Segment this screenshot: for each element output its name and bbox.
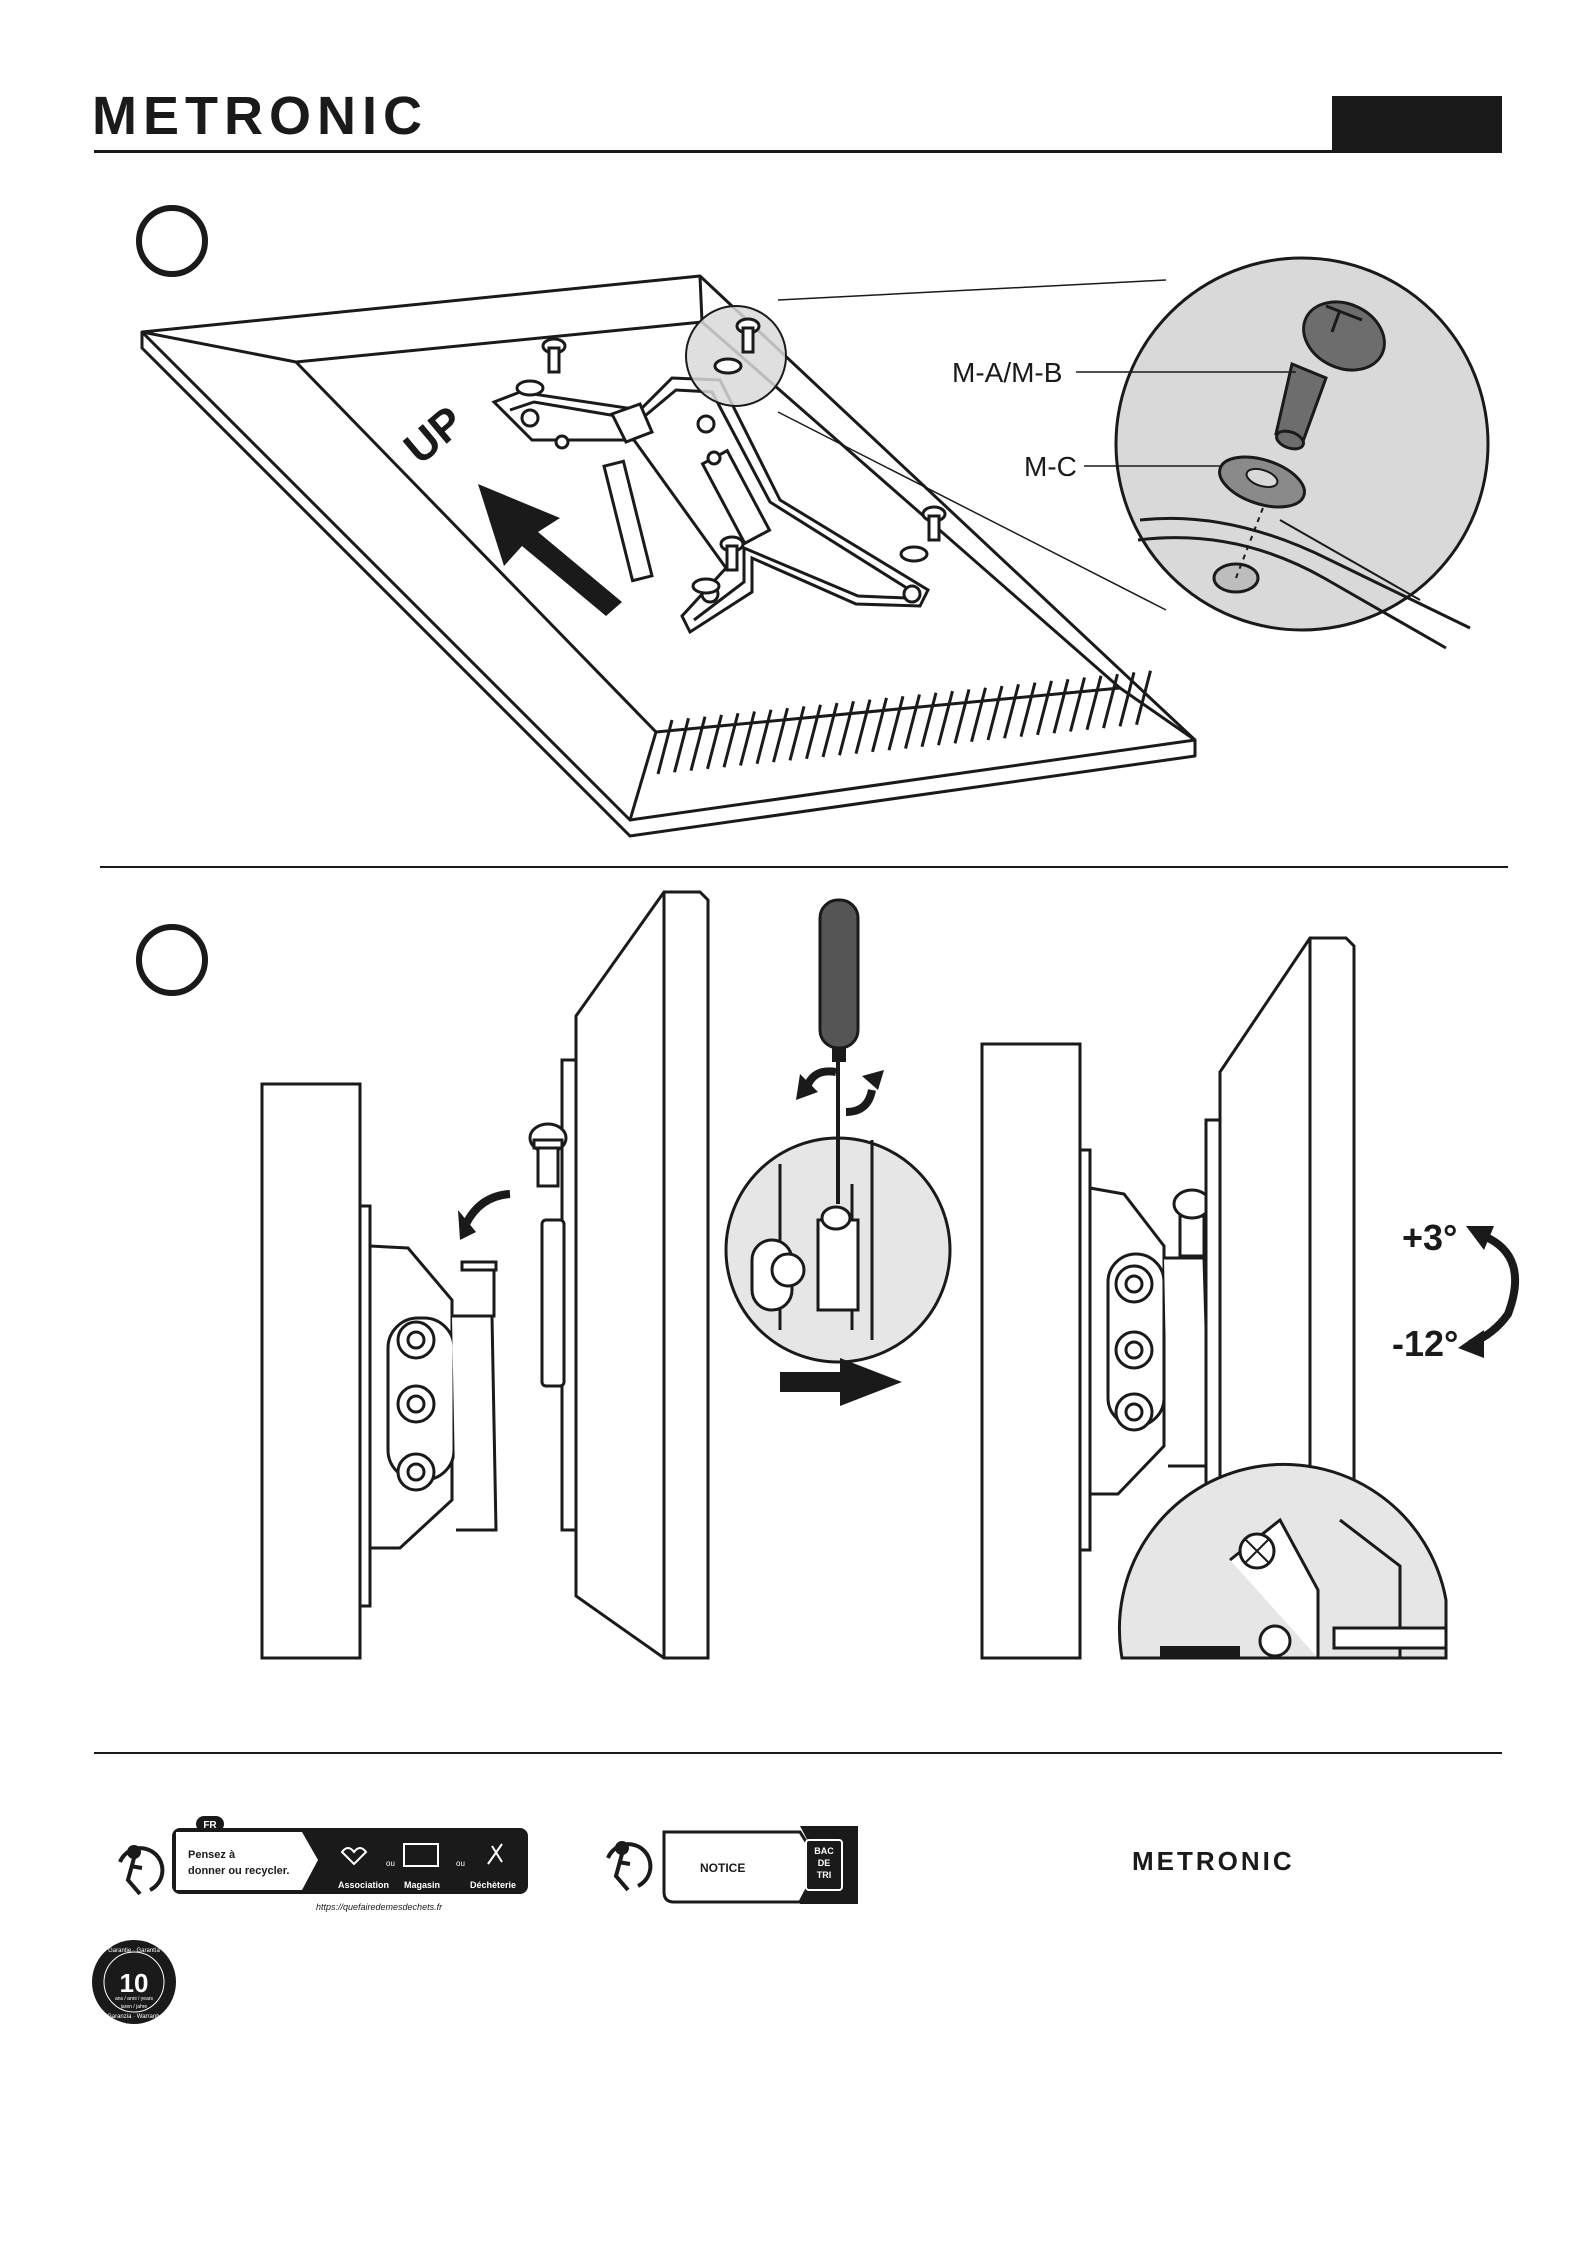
brand-wordmark: METRONIC bbox=[92, 86, 428, 146]
warranty-years: ans / anni / years bbox=[115, 1996, 154, 2002]
screw-label: M-A/M-B bbox=[952, 357, 1062, 388]
footer-brand: METRONIC bbox=[1132, 1846, 1295, 1876]
step2-number-circle bbox=[139, 927, 205, 993]
tilt-up-label: +3° bbox=[1402, 1217, 1457, 1258]
recycle-url: https://quefairedemesdechets.fr bbox=[316, 1902, 443, 1912]
warranty-years2: jaren / jahre bbox=[120, 2004, 148, 2010]
wall-left bbox=[262, 1084, 496, 1658]
warranty-ring-top: Garantie · Garantía bbox=[108, 1948, 160, 1954]
bin-line2: DE bbox=[818, 1858, 831, 1868]
footer-rule bbox=[94, 1752, 1502, 1754]
or-label-2: ou bbox=[456, 1859, 465, 1868]
recycle-info-banner: FR Pensez à donner ou recycler. Associat… bbox=[172, 1816, 528, 1912]
step1-number-circle bbox=[139, 208, 205, 274]
section-divider bbox=[100, 866, 1508, 868]
or-label-1: ou bbox=[386, 1859, 395, 1868]
rotate-icon-right bbox=[846, 1090, 872, 1112]
tilt-arrow-icon bbox=[1470, 1236, 1515, 1344]
header-black-tab bbox=[1332, 96, 1502, 152]
recycle-line1: Pensez à bbox=[188, 1849, 236, 1861]
triman-icon bbox=[120, 1847, 162, 1894]
option-magasin: Magasin bbox=[404, 1880, 440, 1890]
tv-left bbox=[542, 892, 708, 1658]
recycle-line2: donner ou recycler. bbox=[188, 1865, 289, 1877]
header: METRONIC bbox=[0, 0, 1590, 160]
warranty-number: 10 bbox=[120, 1968, 149, 1998]
option-association: Association bbox=[338, 1880, 389, 1890]
step1-illustration: UP M-A/M-B M-C bbox=[0, 180, 1590, 840]
step2-illustration: +3° -12° bbox=[0, 880, 1590, 1660]
fr-badge: FR bbox=[203, 1820, 217, 1831]
zoom-screw-washer bbox=[1116, 258, 1488, 648]
warranty-ring-bottom: Garanzia · Warranty bbox=[107, 2014, 161, 2020]
notice-banner: NOTICE BAC DE TRI bbox=[664, 1826, 858, 1904]
header-rule bbox=[94, 150, 1502, 153]
bin-line3: TRI bbox=[817, 1870, 832, 1880]
tilt-down-label: -12° bbox=[1392, 1323, 1458, 1364]
triman-icon-2 bbox=[608, 1843, 650, 1890]
notice-label: NOTICE bbox=[700, 1861, 745, 1875]
footer-logos: FR Pensez à donner ou recycler. Associat… bbox=[0, 1790, 1590, 2050]
rotate-left-arrow-icon bbox=[466, 1194, 510, 1224]
bin-line1: BAC bbox=[814, 1846, 834, 1856]
next-arrow-icon bbox=[780, 1358, 902, 1406]
zoom-marker bbox=[686, 306, 786, 406]
zoom-tilt-detail bbox=[1119, 1464, 1446, 1658]
washer-label: M-C bbox=[1024, 451, 1077, 482]
warranty-seal: 10 Garantie · Garantía ans / anni / year… bbox=[92, 1940, 176, 2024]
option-decheterie: Déchèterie bbox=[470, 1880, 516, 1890]
